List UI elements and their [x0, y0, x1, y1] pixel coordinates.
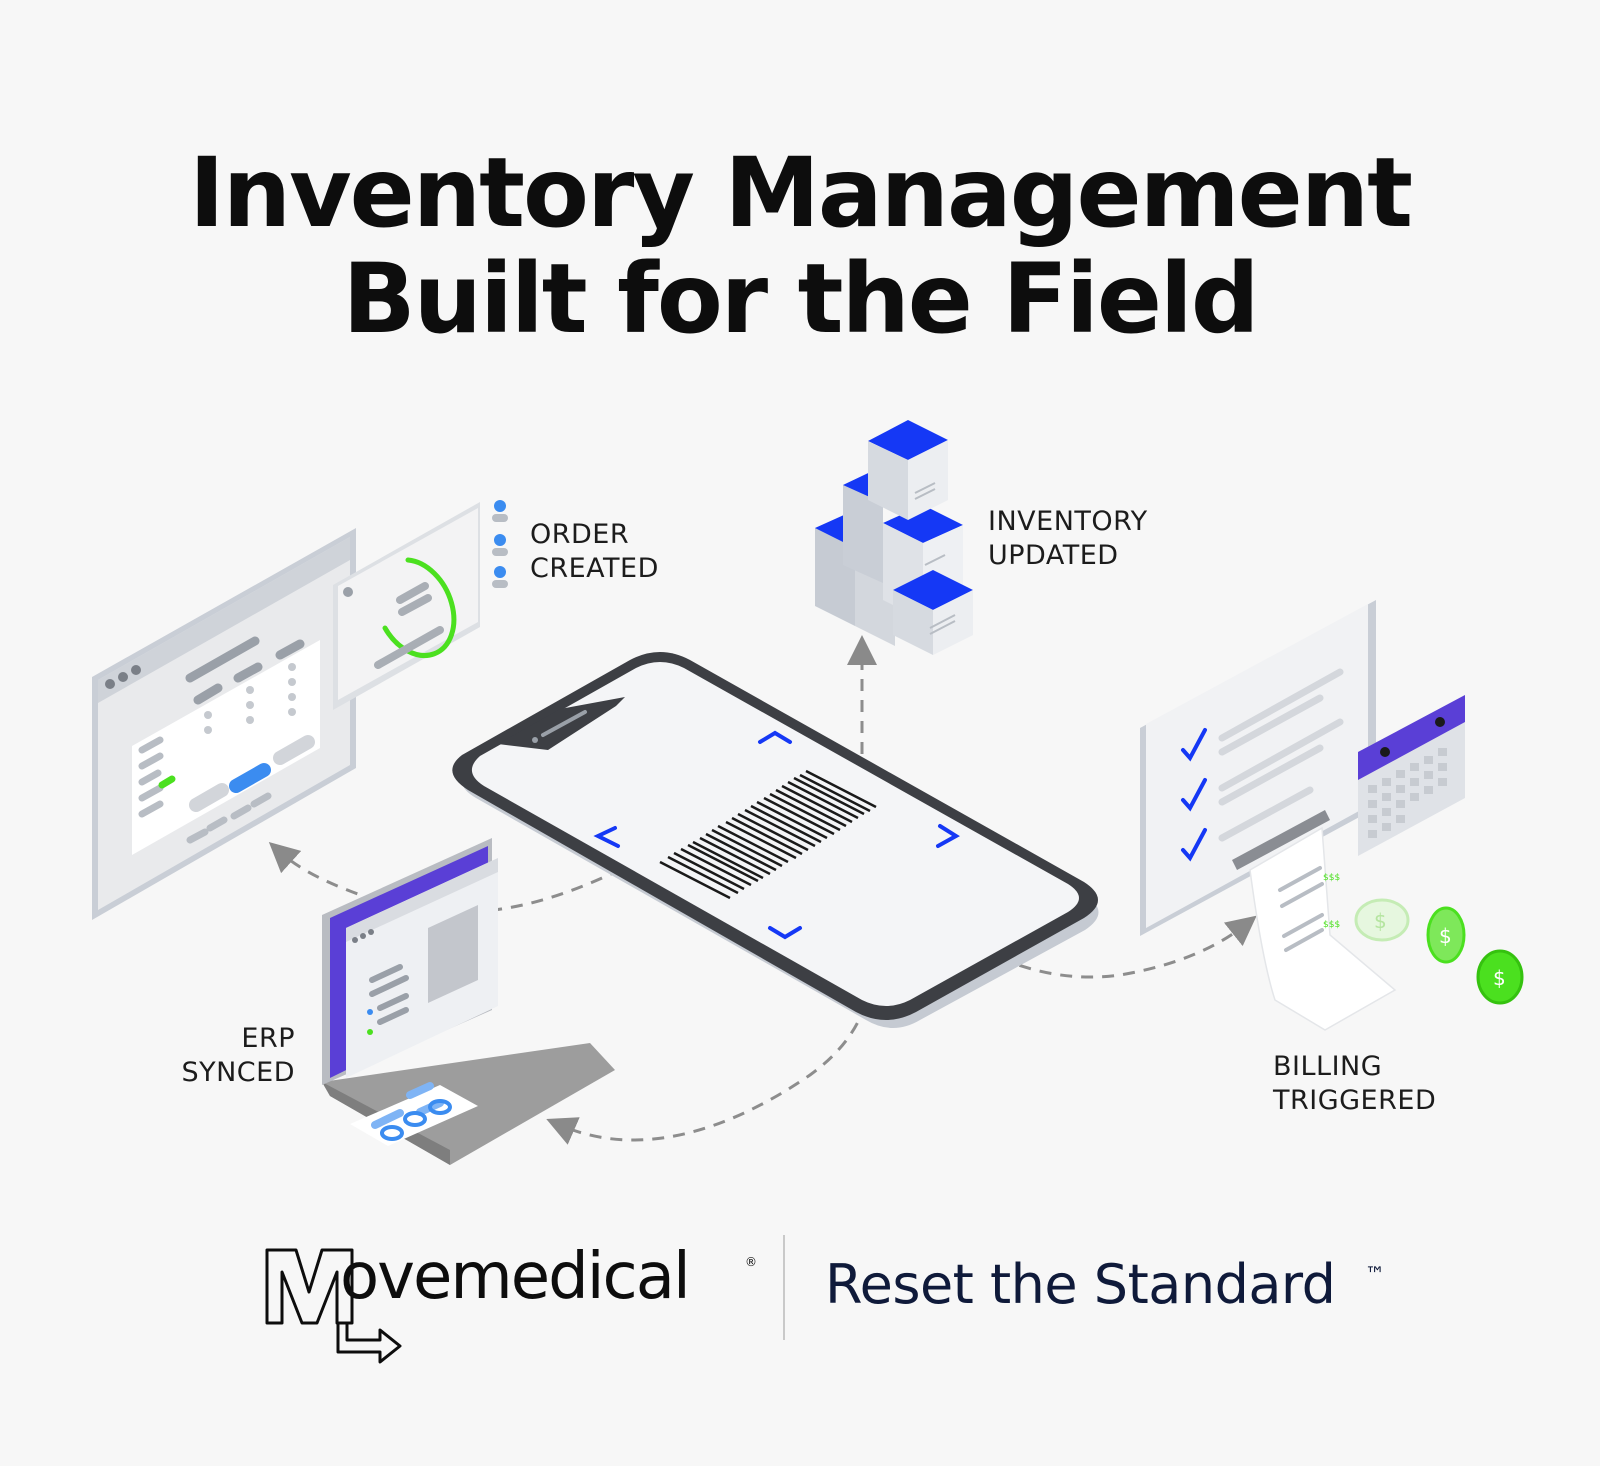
order-created-label: ORDER CREATED — [530, 518, 659, 586]
movemedical-logo-icon — [265, 1248, 402, 1364]
order-status-card-icon — [333, 500, 508, 710]
title-line-2: Built for the Field — [342, 243, 1259, 355]
erp-synced-line-1: ERP — [241, 1023, 295, 1054]
svg-text:$: $ — [1374, 909, 1387, 933]
billing-triggered-line-2: TRIGGERED — [1273, 1085, 1437, 1116]
page-title: Inventory Management Built for the Field — [0, 140, 1600, 352]
order-created-line-1: ORDER — [530, 519, 630, 550]
calendar-icon — [1358, 695, 1465, 856]
user-icons — [492, 500, 508, 588]
arrow-to-erp — [546, 858, 871, 1145]
trademark-mark: ™ — [1365, 1262, 1385, 1286]
browser-window-icon — [92, 528, 356, 920]
boxes-icon — [815, 420, 973, 655]
tagline: Reset the Standard — [825, 1253, 1336, 1316]
billing-triggered-line-1: BILLING — [1273, 1051, 1383, 1082]
registered-mark: ® — [745, 1255, 757, 1269]
title-line-1: Inventory Management — [189, 137, 1413, 249]
inventory-updated-line-2: UPDATED — [988, 540, 1119, 571]
phone-icon — [452, 652, 1099, 1028]
laptop-icon — [322, 838, 615, 1165]
erp-synced-line-2: SYNCED — [181, 1057, 295, 1088]
svg-text:$: $ — [1493, 966, 1506, 990]
order-created-line-2: CREATED — [530, 553, 659, 584]
erp-synced-label: ERP SYNCED — [170, 1022, 295, 1090]
inventory-updated-line-1: INVENTORY — [988, 506, 1148, 537]
billing-triggered-label: BILLING TRIGGERED — [1273, 1050, 1436, 1118]
barcode-icon — [659, 769, 877, 900]
svg-text:$$$: $$$ — [1323, 873, 1340, 883]
inventory-updated-label: INVENTORY UPDATED — [988, 505, 1148, 573]
dollar-coin-icon: $ $ $ — [1354, 898, 1524, 1005]
brand-wordmark: ovemedical — [340, 1240, 691, 1314]
svg-text:$: $ — [1439, 924, 1452, 948]
checklist-icon: $$$ $$$ — [1140, 600, 1397, 1031]
svg-text:$$$: $$$ — [1323, 920, 1340, 930]
footer-divider — [783, 1235, 785, 1340]
